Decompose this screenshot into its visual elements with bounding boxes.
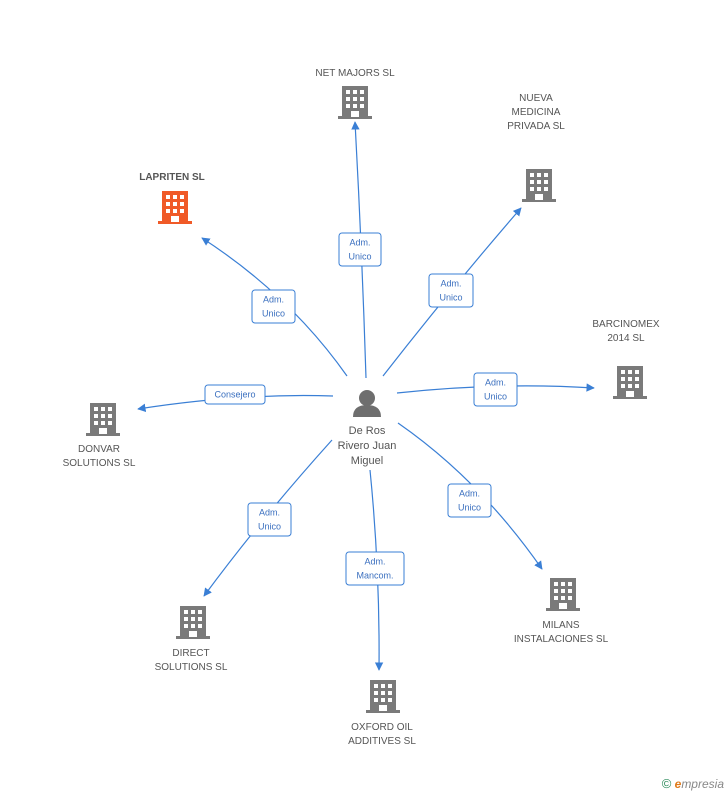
- edge-role-text: Unico: [262, 309, 285, 319]
- edge-role-label-lapriten: Adm. Unico: [251, 289, 296, 324]
- building-icon: [338, 86, 372, 119]
- company-node-barcinomex[interactable]: BARCINOMEX 2014 SL: [592, 319, 660, 399]
- company-node-net-majors[interactable]: NET MAJORS SL: [315, 68, 395, 119]
- edge-role-text: Unico: [348, 252, 371, 262]
- company-name-line: NET MAJORS SL: [315, 68, 395, 79]
- edge-role-box: [338, 232, 382, 267]
- nodes-layer: NET MAJORS SL NUEVA MEDICINA PRIVADA SL LAPR…: [63, 68, 660, 747]
- edge-role-box: [428, 273, 474, 308]
- person-icon: [353, 390, 381, 417]
- company-name-line: PRIVADA SL: [507, 121, 565, 132]
- edge-role-label-net-majors: Adm. Unico: [338, 232, 382, 267]
- company-node-oxford[interactable]: OXFORD OIL ADDITIVES SL: [348, 680, 416, 747]
- company-node-lapriten[interactable]: LAPRITEN SL: [139, 172, 205, 224]
- edge-role-text: Mancom.: [356, 571, 393, 581]
- person-node[interactable]: De Ros Rivero Juan Miguel: [338, 390, 397, 467]
- company-name-line: ADDITIVES SL: [348, 736, 416, 747]
- building-icon: [613, 366, 647, 399]
- edge-role-text: Adm.: [485, 378, 506, 388]
- edge-role-text: Unico: [258, 522, 281, 532]
- edge-role-text: Unico: [439, 293, 462, 303]
- company-name-line: SOLUTIONS SL: [63, 458, 136, 469]
- edge-role-text: Adm.: [349, 238, 370, 248]
- footer-brand: © empresia: [662, 776, 724, 791]
- edge-role-text: Adm.: [263, 295, 284, 305]
- edge-role-text: Consejero: [214, 390, 255, 400]
- company-node-milans[interactable]: MILANS INSTALACIONES SL: [514, 578, 609, 645]
- company-node-nueva-medicina[interactable]: NUEVA MEDICINA PRIVADA SL: [507, 93, 565, 202]
- company-name-line: BARCINOMEX: [592, 319, 660, 330]
- company-name-line: DIRECT: [172, 648, 209, 659]
- edge-role-box: [204, 384, 266, 405]
- edge-role-label-milans: Adm. Unico: [447, 483, 492, 518]
- person-name-line-3: Miguel: [351, 455, 383, 467]
- edge-role-label-nueva-medicina: Adm. Unico: [428, 273, 474, 308]
- company-name-line: SOLUTIONS SL: [155, 662, 228, 673]
- company-name-line: NUEVA: [519, 93, 553, 104]
- edges-layer: Adm.UnicoAdm.UnicoAdm.UnicoAdm.UnicoCons…: [137, 121, 595, 671]
- edge-role-text: Unico: [458, 503, 481, 513]
- edge-role-text: Adm.: [459, 489, 480, 499]
- building-icon: [158, 191, 192, 224]
- company-name-line: MEDICINA: [512, 107, 561, 118]
- edge-role-text: Unico: [484, 392, 507, 402]
- edge-role-label-donvar: Consejero: [204, 384, 266, 405]
- company-name-line: DONVAR: [78, 444, 120, 455]
- person-name-line-1: De Ros: [349, 425, 386, 437]
- edge-role-label-oxford: Adm. Mancom.: [345, 551, 405, 586]
- company-name-line: 2014 SL: [607, 333, 645, 344]
- edge-role-label-barcinomex: Adm. Unico: [473, 372, 518, 407]
- company-name-line: LAPRITEN SL: [139, 172, 205, 183]
- company-name-line: INSTALACIONES SL: [514, 634, 609, 645]
- brand-logo-text: mpresia: [681, 777, 724, 791]
- building-icon: [86, 403, 120, 436]
- building-icon: [546, 578, 580, 611]
- edge-role-text: Adm.: [259, 508, 280, 518]
- brand-logo-initial: e: [674, 777, 682, 791]
- copyright-symbol: ©: [661, 776, 672, 791]
- edge-role-text: Adm.: [440, 279, 461, 289]
- building-icon: [176, 606, 210, 639]
- company-node-direct[interactable]: DIRECT SOLUTIONS SL: [155, 606, 228, 673]
- building-icon: [522, 169, 556, 202]
- company-node-donvar[interactable]: DONVAR SOLUTIONS SL: [63, 403, 136, 469]
- edge-role-label-direct: Adm. Unico: [247, 502, 292, 537]
- edge-role-box: [251, 289, 296, 324]
- edge-role-box: [345, 551, 405, 586]
- building-icon: [366, 680, 400, 713]
- edge-role-box: [247, 502, 292, 537]
- company-name-line: MILANS: [542, 620, 580, 631]
- company-name-line: OXFORD OIL: [351, 722, 413, 733]
- person-name-line-2: Rivero Juan: [338, 440, 397, 452]
- edge-role-text: Adm.: [364, 557, 385, 567]
- edge-role-box: [473, 372, 518, 407]
- edge-role-box: [447, 483, 492, 518]
